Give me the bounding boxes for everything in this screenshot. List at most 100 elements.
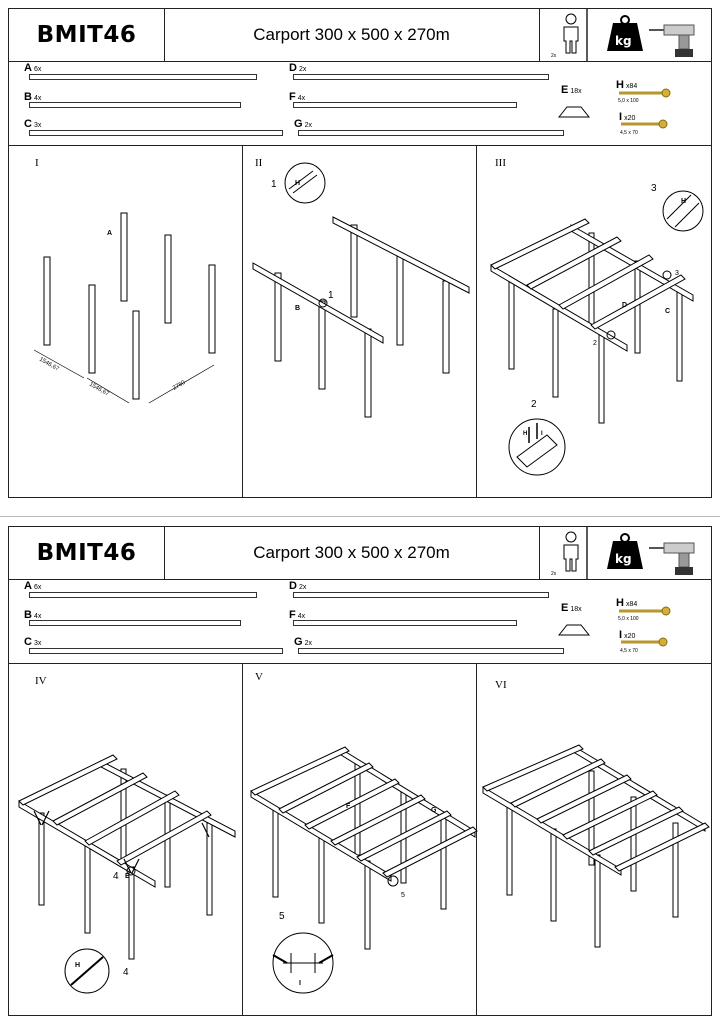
label-C: C [665, 308, 670, 315]
part-I-size: 4,5 x 70 [620, 130, 638, 136]
callout-2-detail: 2 [531, 399, 537, 410]
callout-3-detail: 3 [651, 183, 657, 194]
step-number: I [35, 157, 39, 169]
part-C-board [29, 130, 283, 136]
step-II-panel: II 1 B H 1 [243, 145, 477, 497]
step-I-panel: I A 1546,67 1546,67 2760 [9, 145, 243, 497]
part-B-board [29, 620, 241, 626]
product-title: Carport 300 x 500 x 270m [164, 527, 540, 579]
part-C-board [29, 648, 283, 654]
kg-weight-icon: kg [607, 533, 643, 569]
person-count: 2x [551, 571, 557, 577]
part-I-size: 4,5 x 70 [620, 648, 638, 654]
screw-H-icon [619, 88, 671, 98]
product-title: Carport 300 x 500 x 270m [164, 9, 540, 61]
header-bar: BMIT46 Carport 300 x 500 x 270m 2x kg [9, 9, 711, 62]
instruction-sheet-2: BMIT46 Carport 300 x 500 x 270m 2x kg [8, 526, 712, 1016]
step-number: III [495, 157, 506, 169]
steps-row-bottom: IV [9, 663, 711, 1015]
callout-4: 4 [113, 871, 119, 882]
part-D-board [293, 592, 549, 598]
callout-3: 3 [675, 270, 679, 277]
step-IV-panel: IV [9, 663, 243, 1015]
part-B-board [29, 102, 241, 108]
callout-1-detail: 1 [271, 179, 277, 190]
detail-H-3: H [681, 198, 686, 205]
step-number: VI [495, 679, 507, 691]
part-G-board [298, 648, 564, 654]
part-A-board [29, 74, 257, 80]
kg-weight-icon: kg [607, 15, 643, 51]
detail-H-4: H [75, 962, 80, 969]
step-III-rafters-drawing: D C 3 2 H 3 H I 2 [490, 183, 704, 476]
person-icon: 2x [551, 527, 588, 579]
step-IV-braces-drawing: 4 E H 4 [18, 754, 236, 994]
part-E-bracket [557, 106, 591, 118]
callout-5: 5 [401, 892, 405, 899]
detail-H: H [295, 180, 300, 187]
person-count: 2x [551, 53, 557, 59]
part-H-size: 5,0 x 100 [618, 98, 639, 104]
screw-I-icon [621, 637, 668, 647]
part-D-board [293, 74, 549, 80]
header-bar: BMIT46 Carport 300 x 500 x 270m 2x kg [9, 527, 711, 580]
callout-1: 1 [328, 290, 334, 301]
kg-label: kg [615, 552, 632, 566]
step-II-beams-drawing: 1 B H 1 [252, 162, 470, 418]
step-number: IV [35, 675, 47, 687]
part-F-board [293, 102, 517, 108]
dimension-1: 1546,67 [38, 357, 60, 373]
step-V-purlins-drawing: F G 5 I 5 [250, 746, 478, 994]
screw-H-icon [619, 606, 671, 616]
detail-circle-1 [284, 162, 326, 204]
callout-5-detail: 5 [279, 911, 285, 922]
part-H-size: 5,0 x 100 [618, 616, 639, 622]
page-separator [0, 516, 720, 517]
step-I-posts-drawing: A 1546,67 1546,67 2760 [33, 212, 216, 404]
part-A-board [29, 592, 257, 598]
detail-I-2: I [541, 431, 543, 437]
label-G: G [431, 807, 437, 814]
kg-label: kg [615, 34, 632, 48]
step-VI-panel: VI [477, 663, 713, 1015]
person-icon: 2x [551, 9, 588, 61]
product-code: BMIT46 [9, 9, 165, 61]
instruction-sheet-1: BMIT46 Carport 300 x 500 x 270m 2x kg [8, 8, 712, 498]
drill-icon [649, 542, 695, 575]
header-icons: 2x kg [539, 527, 713, 579]
label-D: D [622, 302, 627, 309]
label-F: F [346, 803, 351, 810]
step-number: II [255, 157, 263, 169]
dimension-2: 1546,67 [88, 382, 110, 398]
header-icons: 2x kg [539, 9, 713, 61]
drill-icon [649, 24, 695, 57]
detail-I-5: I [299, 980, 301, 987]
part-E-bracket [557, 624, 591, 636]
step-number: V [255, 671, 263, 683]
part-G-board [298, 130, 564, 136]
step-V-panel: V F G [243, 663, 478, 1015]
label-E: E [125, 873, 130, 880]
steps-row-top: I A 1546,67 1546,67 2760 [9, 145, 711, 497]
label-A: A [107, 230, 112, 237]
callout-2: 2 [593, 340, 597, 347]
detail-H-2: H [523, 431, 527, 437]
callout-4-detail: 4 [123, 967, 129, 978]
part-F-board [293, 620, 517, 626]
